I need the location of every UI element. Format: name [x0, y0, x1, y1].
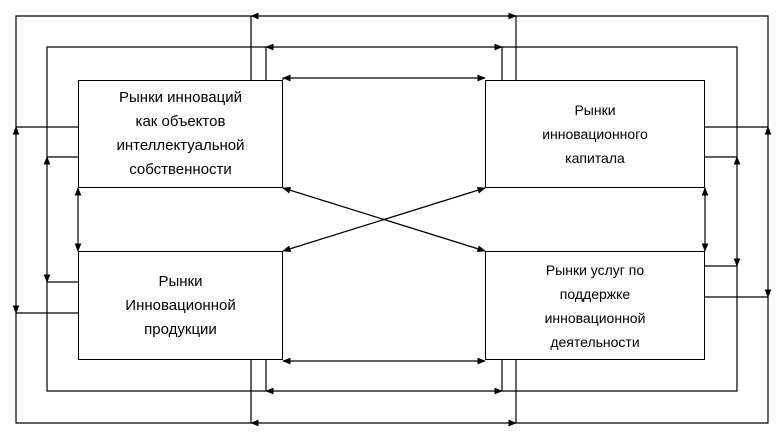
box-ip-innovation-markets: Рынки инноваций как объектов интеллектуа…	[78, 80, 283, 188]
box-innovation-product-markets: Рынки Инновационной продукции	[78, 251, 283, 360]
route-bottom-middle-right	[502, 265, 738, 392]
route-bottom-middle-left	[46, 281, 266, 392]
arrow-diagonal-tr-bl	[282, 187, 486, 252]
box-innovation-capital-markets: Рынки инновационного капитала	[485, 80, 705, 188]
box-innovation-support-services-markets: Рынки услуг по поддержке инновационной д…	[485, 251, 705, 360]
route-top-middle-left	[46, 46, 266, 158]
route-top-middle-right	[502, 46, 738, 158]
